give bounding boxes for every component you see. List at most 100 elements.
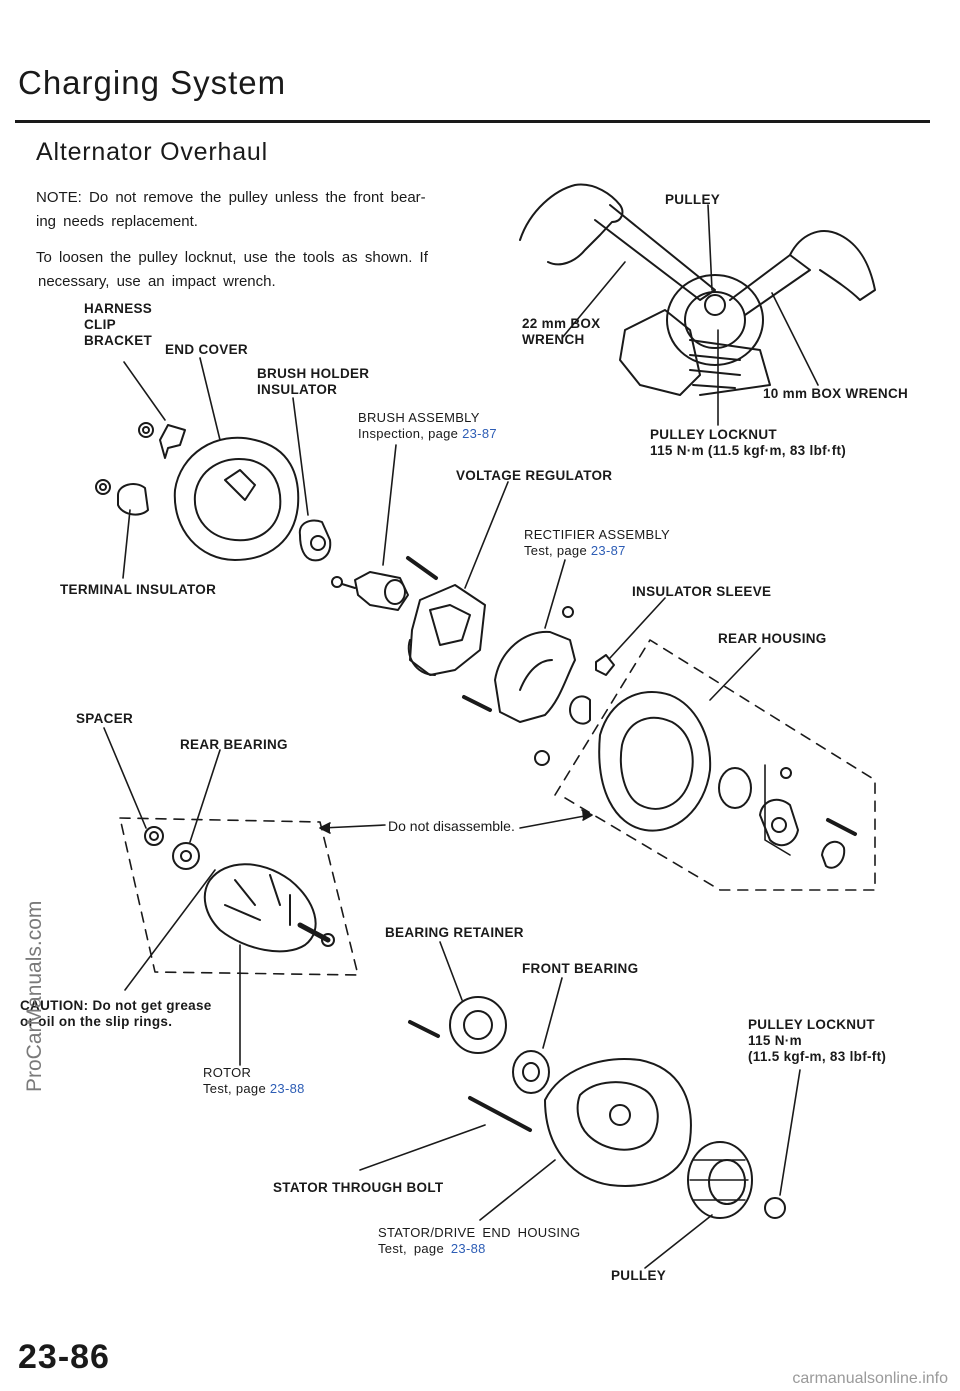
label-rear-bearing: REAR BEARING <box>180 737 288 752</box>
harness-clip-bracket <box>159 424 186 459</box>
label-line: WRENCH <box>522 332 585 347</box>
nut-2-hole <box>99 483 107 491</box>
rotor-poles <box>224 874 291 926</box>
label-bearing-retainer: BEARING RETAINER <box>385 925 524 940</box>
pulley-bottom-inner <box>708 1159 746 1205</box>
label-10mm-box-wrench: 10 mm BOX WRENCH <box>763 386 909 401</box>
holder-gasket <box>821 840 846 869</box>
leader-harness-clip <box>123 361 166 421</box>
leader-spacer <box>103 727 147 829</box>
label-rectifier-assembly: RECTIFIER ASSEMBLY Test, page 23-87 <box>524 527 670 559</box>
label-line: BRUSH HOLDER <box>257 366 370 381</box>
end-cover-inner <box>193 458 282 542</box>
page-ref-link[interactable]: 23-88 <box>450 1241 486 1256</box>
harness-parts <box>95 422 186 516</box>
label-end-cover: END COVER <box>165 342 248 357</box>
rear-bearing-hole <box>180 850 192 862</box>
end-cover-outer <box>173 436 300 561</box>
terminal-insulator-part <box>117 483 149 516</box>
brush-holder-insulator-hole <box>310 535 326 551</box>
note-line: To loosen the pulley locknut, use the to… <box>36 249 428 266</box>
ref-prefix: Test, page <box>524 543 591 558</box>
label-stator-drive-end-housing: STATOR/DRIVE END HOUSING Test, page 23-8… <box>378 1225 580 1257</box>
leader-rear-bearing <box>189 749 221 843</box>
label-pulley-locknut-top: PULLEY LOCKNUT 115 N·m (11.5 kgf·m, 83 l… <box>650 427 846 459</box>
note-line: necessary, use an impact wrench. <box>38 273 276 290</box>
regulator-body <box>409 584 486 676</box>
label-line: Inspection, page 23-87 <box>358 426 497 442</box>
voltage-regulator-part <box>406 556 486 676</box>
leader-end-cover <box>199 357 221 441</box>
page-number: 23-86 <box>18 1338 110 1376</box>
page-ref-link[interactable]: 23-87 <box>590 543 626 558</box>
ref-prefix: Test, page <box>378 1241 451 1256</box>
label-do-not-disassemble: Do not disassemble. <box>388 818 515 834</box>
rear-housing-seal <box>718 767 752 809</box>
label-line: 22 mm BOX <box>522 316 601 331</box>
alternator-housing-top <box>689 339 771 396</box>
disassemble-arrows <box>319 809 593 834</box>
stator-housing-boss <box>609 1104 631 1126</box>
holder-screw <box>780 767 792 779</box>
brush-assembly-part <box>331 571 409 611</box>
arrow-left-head <box>319 822 331 834</box>
page-ref-link[interactable]: 23-87 <box>462 426 497 441</box>
arrow-right <box>519 814 591 829</box>
label-line: or oil on the slip rings. <box>20 1014 173 1029</box>
rear-bearing-part <box>172 842 200 870</box>
leader-brush-holder <box>292 397 309 516</box>
label-line: ROTOR <box>203 1065 252 1080</box>
label-pulley-bottom: PULLEY <box>611 1268 667 1283</box>
label-terminal-insulator: TERMINAL INSULATOR <box>60 582 217 597</box>
bearing-holder <box>759 798 799 847</box>
leader-brush-assembly <box>382 444 397 566</box>
retainer-screw <box>408 1020 440 1038</box>
wrench-22mm <box>594 204 716 301</box>
label-brush-holder-insulator: BRUSH HOLDER INSULATOR <box>257 366 369 398</box>
label-line: PULLEY LOCKNUT <box>748 1017 875 1032</box>
leader-front-bearing <box>542 977 563 1049</box>
rotor-group <box>119 817 359 976</box>
end-cover-window <box>224 469 256 501</box>
bearing-retainer-part <box>449 996 507 1054</box>
leader-pulley-top <box>707 204 713 291</box>
rectifier-assembly-part <box>462 606 576 766</box>
section-title: Alternator Overhaul <box>36 138 268 166</box>
leader-lines <box>103 357 801 1269</box>
page-ref-link[interactable]: 23-88 <box>269 1081 305 1096</box>
label-line: Test, page 23-88 <box>378 1241 580 1257</box>
front-bearing-part <box>512 1050 550 1094</box>
pulley-removal-illustration <box>519 183 876 396</box>
rotor-shaft <box>297 922 331 943</box>
holder-bolt <box>826 818 857 836</box>
note-line: ing needs replacement. <box>36 213 198 230</box>
nut-1 <box>138 422 154 438</box>
ref-prefix: Test, page <box>203 1081 270 1096</box>
bearing-holder-hole <box>771 817 787 833</box>
wrench-10mm <box>729 254 811 316</box>
label-line: (11.5 kgf-m, 83 lbf-ft) <box>748 1049 887 1064</box>
label-line: PULLEY LOCKNUT <box>650 427 777 442</box>
regulator-screw <box>406 556 438 580</box>
rear-housing-outer <box>598 690 712 832</box>
stator-housing-inner <box>576 1081 659 1151</box>
rear-housing-dashed-outline <box>554 639 876 891</box>
leader-rectifier <box>544 559 566 629</box>
label-caution: CAUTION: Do not get grease or oil on the… <box>20 998 212 1030</box>
label-line: INSULATOR <box>257 382 338 397</box>
label-stator-through-bolt: STATOR THROUGH BOLT <box>273 1180 444 1195</box>
ref-prefix: Inspection, page <box>358 426 463 441</box>
rectifier-detail <box>519 659 553 691</box>
pulley-top <box>666 274 764 366</box>
right-hand <box>789 230 876 301</box>
label-line: BRACKET <box>84 333 153 348</box>
label-pulley-top: PULLEY <box>665 192 721 207</box>
label-line: Test, page 23-88 <box>203 1081 305 1097</box>
label-voltage-regulator: VOLTAGE REGULATOR <box>456 468 613 483</box>
nut-2 <box>95 479 111 495</box>
through-bolt-part <box>468 1096 532 1132</box>
page-title: Charging System <box>18 64 287 101</box>
holder-bracket-line <box>764 764 791 856</box>
leader-10mm <box>771 292 819 386</box>
label-line: STATOR/DRIVE END HOUSING <box>378 1225 581 1240</box>
